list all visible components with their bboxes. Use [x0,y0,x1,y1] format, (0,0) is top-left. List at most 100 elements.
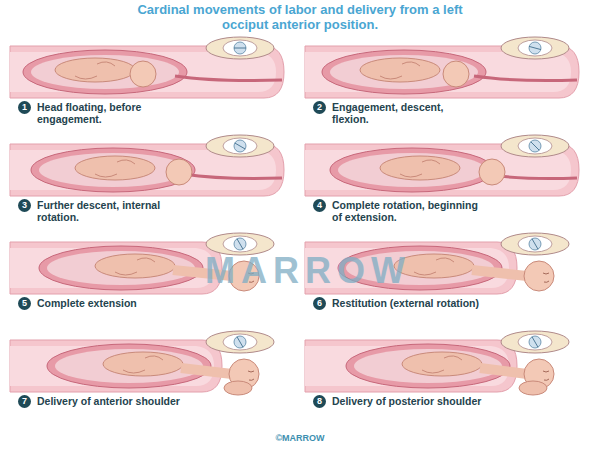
head-in-inlet [529,238,541,250]
stage-caption: 3Further descent, internal rotation. [18,199,187,223]
sagittal-suture [529,46,541,49]
fetal-body [402,352,482,376]
labor-panel [10,37,284,98]
caption-text: Delivery of posterior shoulder [332,395,482,407]
pelvis-inset [206,331,274,353]
fetal-shoulder [519,381,547,395]
fetal-body [75,156,155,180]
sagittal-suture [237,239,243,249]
head-in-inlet [529,336,541,348]
stage-caption: 8 Delivery of posterior shoulder [313,395,482,408]
fetal-body [360,58,440,82]
caption-text: Head floating, before engagement. [37,101,187,125]
fetal-limbs [95,160,135,177]
birth-canal [474,76,577,81]
callout-number: 6 [313,297,326,310]
fetal-face [543,273,549,282]
fetal-head [479,159,505,185]
pelvic-inlet [223,236,257,252]
uterus [31,148,195,192]
head-in-inlet [529,42,541,54]
fetal-shoulder [224,381,252,395]
pelvis-inset [206,37,274,59]
watermark: MARROW [205,250,411,292]
fetal-head [130,61,156,87]
sagittal-suture [531,142,539,150]
callout-number: 8 [313,395,326,408]
callout-number: 5 [18,297,31,310]
uterus [322,50,486,94]
pelvic-inlet [518,236,552,252]
pelvic-inlet [518,334,552,350]
amniotic-cavity [354,349,502,383]
pelvis-inset [501,135,569,157]
fetal-body [380,156,460,180]
amniotic-cavity [47,251,195,285]
birth-canal [183,174,282,179]
labor-panel [10,135,284,196]
pelvic-inlet [223,138,257,154]
fetal-head [166,159,192,185]
amniotic-cavity [55,349,203,383]
fetal-body [103,352,183,376]
stage-caption: 1Head floating, before engagement. [18,101,187,125]
fetal-body [95,254,175,278]
pelvis-inset [501,37,569,59]
caption-text: Restitution (external rotation) [332,297,482,309]
stage-caption: 4 Complete rotation, beginning of extensi… [313,199,482,223]
caption-text: Engagement, descent, flexion. [332,101,482,125]
pelvic-inlet [223,334,257,350]
fetal-limbs [414,258,454,275]
amniotic-cavity [39,153,187,187]
labor-panel [305,37,579,98]
fetal-head [524,261,554,291]
fetal-limbs [400,160,440,177]
copyright-note: ©MARROW [0,433,600,443]
head-in-inlet [234,238,246,250]
amniotic-cavity [330,55,478,89]
head-in-inlet [234,42,246,54]
amniotic-cavity [31,55,179,89]
diagram-title: Cardinal movements of labor and delivery… [130,2,470,32]
pelvis-inset [501,331,569,353]
head-in-inlet [234,140,246,152]
pelvis-inset [206,135,274,157]
fetal-head [443,61,469,87]
fetal-face [248,371,254,380]
stage-caption: 2 Engagement, descent, flexion. [313,101,482,125]
head-in-inlet [529,140,541,152]
fetal-neck [181,368,232,374]
caption-text: Delivery of anterior shoulder [37,395,187,407]
stage-caption: 6 Restitution (external rotation) [313,297,482,310]
callout-number: 3 [18,199,31,212]
sagittal-suture [235,143,245,149]
fetal-limbs [422,356,462,373]
head-in-inlet [234,336,246,348]
stage-caption: 7 Delivery of anterior shoulder [18,395,187,408]
fetal-body [55,58,135,82]
pelvic-inlet [518,138,552,154]
fetal-limbs [75,62,115,79]
fetal-limbs [123,356,163,373]
birth-canal [175,76,282,81]
labor-panel [10,331,274,395]
fetal-limbs [380,62,420,79]
stage-caption: 5 Complete extension [18,297,187,310]
sagittal-suture [532,239,538,249]
labor-panel [305,331,569,395]
fetal-limbs [115,258,155,275]
callout-number: 4 [313,199,326,212]
caption-text: Complete rotation, beginning of extensio… [332,199,482,223]
uterus [330,148,494,192]
fetal-face [543,371,549,380]
sagittal-suture [234,48,246,49]
callout-number: 2 [313,101,326,114]
amniotic-cavity [338,153,486,187]
pelvis-inset [501,233,569,255]
caption-text: Complete extension [37,297,187,309]
labor-panel [305,135,579,196]
uterus [23,50,187,94]
callout-number: 7 [18,395,31,408]
